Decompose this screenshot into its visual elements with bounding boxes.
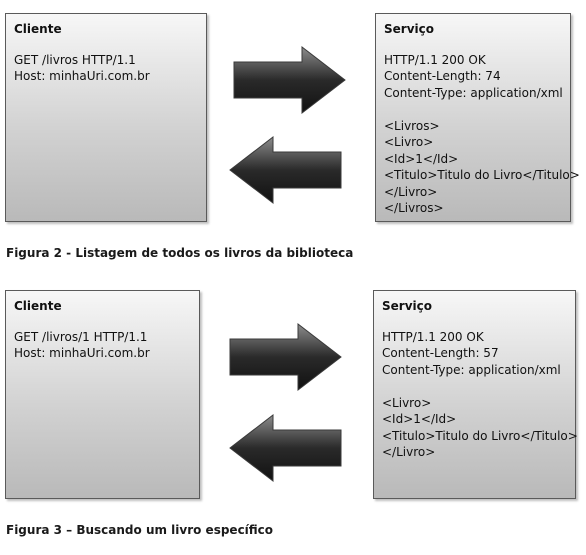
content-length-line: Content-Length: 57	[382, 346, 499, 360]
xml-line: <Titulo>Titulo do Livro</Titulo>	[384, 168, 580, 182]
arrow-left-icon	[229, 135, 342, 205]
arrow-left-icon	[229, 413, 342, 483]
client-title: Cliente	[14, 299, 62, 313]
service-box-figure3: Serviço HTTP/1.1 200 OK Content-Length: …	[373, 290, 578, 499]
figure-caption: Figura 3 – Buscando um livro específico	[6, 523, 274, 537]
xml-line: <Livro>	[384, 135, 434, 149]
xml-line: <Id>1</Id>	[384, 151, 459, 166]
service-title: Serviço	[384, 22, 434, 36]
client-box-figure2: Cliente GET /livros HTTP/1.1 Host: minha…	[5, 13, 207, 222]
host-line: Host: minhaUri.com.br	[14, 346, 150, 360]
request-line: GET /livros HTTP/1.1	[14, 52, 136, 67]
xml-line: <Id>1</Id>	[382, 412, 457, 426]
content-type-line: Content-Type: application/xml	[384, 85, 563, 100]
xml-line: </Livro>	[382, 445, 436, 459]
client-title: Cliente	[14, 22, 62, 36]
xml-line: <Livros>	[384, 118, 440, 133]
xml-line: <Livro>	[382, 395, 432, 410]
arrow-right-icon	[229, 322, 342, 392]
xml-line: </Livro>	[384, 184, 438, 199]
client-box-figure3: Cliente GET /livros/1 HTTP/1.1 Host: min…	[5, 290, 200, 499]
xml-line: <Titulo>Titulo do Livro</Titulo>	[382, 428, 578, 443]
host-line: Host: minhaUri.com.br	[14, 69, 150, 83]
service-box-figure2: Serviço HTTP/1.1 200 OK Content-Length: …	[375, 13, 580, 222]
figure-caption: Figura 2 - Listagem de todos os livros d…	[6, 246, 354, 260]
arrow-right-icon	[233, 45, 346, 115]
content-type-line: Content-Type: application/xml	[382, 362, 561, 377]
content-length-line: Content-Length: 74	[384, 69, 501, 83]
service-title: Serviço	[382, 299, 432, 313]
xml-line: </Livros>	[384, 201, 444, 215]
status-line: HTTP/1.1 200 OK	[384, 52, 486, 67]
request-line: GET /livros/1 HTTP/1.1	[14, 329, 148, 344]
status-line: HTTP/1.1 200 OK	[382, 329, 484, 344]
